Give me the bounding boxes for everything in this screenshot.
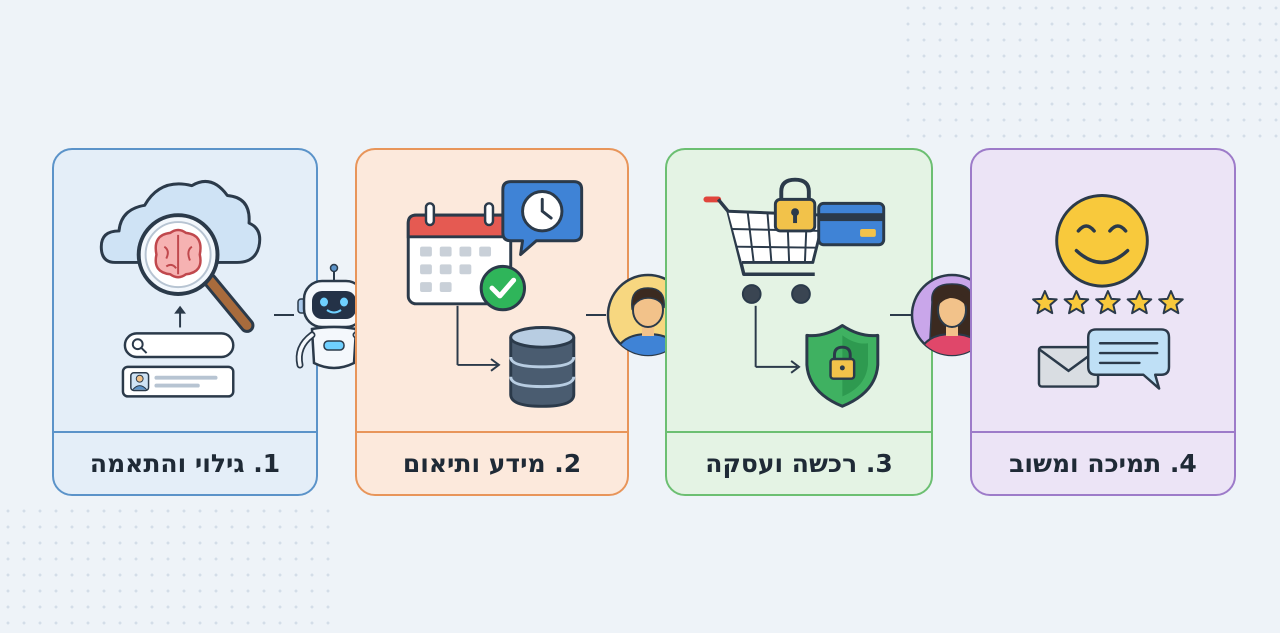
step-card-purchase: 3. רכשה ועסקה: [665, 148, 933, 496]
step-3-label: 3. רכשה ועסקה: [705, 449, 893, 478]
clock-chat-icon: [501, 180, 584, 257]
decorative-dots-top: [900, 0, 1280, 150]
connector-robot: [274, 263, 403, 370]
step-1-label: 1. גילוי והתאמה: [89, 449, 281, 478]
credit-card-icon: [817, 201, 886, 247]
five-star-rating-icon: [1032, 290, 1184, 315]
database-icon: [509, 326, 576, 408]
step-2-label: 2. מידע ותיאום: [402, 449, 582, 478]
step-4-label: 4. תמיכה ומשוב: [1009, 449, 1197, 478]
smiley-icon: [1055, 194, 1149, 288]
step-3-label-row: 3. רכשה ועסקה: [667, 431, 931, 494]
step-2-illustration: [406, 180, 584, 408]
step-2-label-row: 2. מידע ותיאום: [357, 431, 627, 494]
step-1-label-row: 1. גילוי והתאמה: [54, 431, 316, 494]
search-bar-icon: [123, 332, 235, 359]
shield-lock-icon: [805, 324, 880, 408]
robot-assistant-icon: [295, 263, 386, 370]
check-badge-icon: [479, 264, 526, 312]
step-card-support: 4. תמיכה ומשוב: [970, 148, 1236, 496]
user-profile-icon: [121, 365, 235, 398]
step-1-illustration: [99, 180, 262, 398]
step-4-illustration: [1032, 194, 1184, 390]
step-card-discovery: 1. גילוי והתאמה: [52, 148, 318, 496]
decorative-dots-bottom: [0, 503, 330, 633]
chat-bubble-icon: [1086, 328, 1171, 390]
step-card-information: 2. מידע ותיאום: [355, 148, 629, 496]
step-4-label-row: 4. תמיכה ומשוב: [972, 431, 1234, 494]
step-3-illustration: [703, 177, 886, 408]
padlock-icon: [773, 177, 817, 233]
magnifier-brain-icon: [136, 213, 255, 333]
